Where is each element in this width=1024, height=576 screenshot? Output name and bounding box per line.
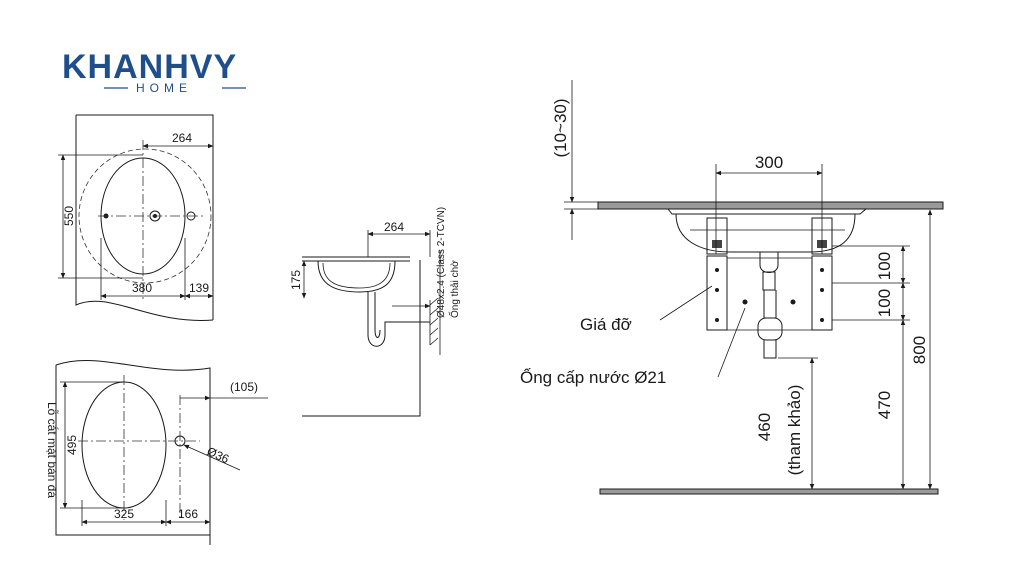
front-view: 300 (10~30) 100 100 800 470 460 (tham kh… — [520, 80, 944, 495]
brand-logo: KHANHVY HOME — [62, 48, 246, 95]
dim-front-460-note: (tham khảo) — [785, 385, 804, 476]
dim-front-470: 470 — [875, 391, 894, 419]
dim-top-offset: 264 — [172, 131, 192, 145]
label-supply: Ống cấp nước Ø21 — [520, 367, 666, 387]
dim-top-depth: 550 — [62, 206, 76, 226]
side-view: 264 175 Ø48x2.4 (Class 2-TCVN) Ống thải … — [289, 207, 461, 417]
dim-cutout-edge: 166 — [178, 507, 198, 521]
dim-side-offset: 264 — [384, 220, 404, 234]
dim-side-height: 175 — [289, 270, 303, 290]
cutout-label: Lỗ cắt mặt bàn đá — [45, 402, 60, 498]
label-bracket: Giá đỡ — [580, 315, 632, 334]
dim-front-100-a: 100 — [875, 252, 894, 280]
pipe-spec: Ø48x2.4 (Class 2-TCVN) — [436, 207, 447, 318]
top-view: 264 550 380 139 — [58, 114, 214, 321]
dim-front-gap: (10~30) — [551, 98, 570, 157]
dim-top-width: 380 — [132, 281, 152, 295]
dim-cutout-depth: 495 — [65, 435, 79, 455]
brand-sub: HOME — [136, 81, 192, 95]
dim-cutout-width: 325 — [114, 507, 134, 521]
cutout-view: (105) 495 Lỗ cắt mặt bàn đá 325 166 Ø36 — [45, 359, 268, 545]
dim-cutout-hole: Ø36 — [205, 444, 232, 466]
dim-front-span: 300 — [755, 153, 783, 172]
dim-front-100-b: 100 — [875, 289, 894, 317]
dim-cutout-top: (105) — [230, 380, 258, 394]
brand-name: KHANHVY — [62, 48, 237, 86]
dim-front-460: 460 — [755, 413, 774, 441]
dim-top-edge: 139 — [189, 281, 209, 295]
pipe-name: Ống thải chờ — [447, 260, 461, 318]
dim-front-800: 800 — [910, 336, 929, 364]
